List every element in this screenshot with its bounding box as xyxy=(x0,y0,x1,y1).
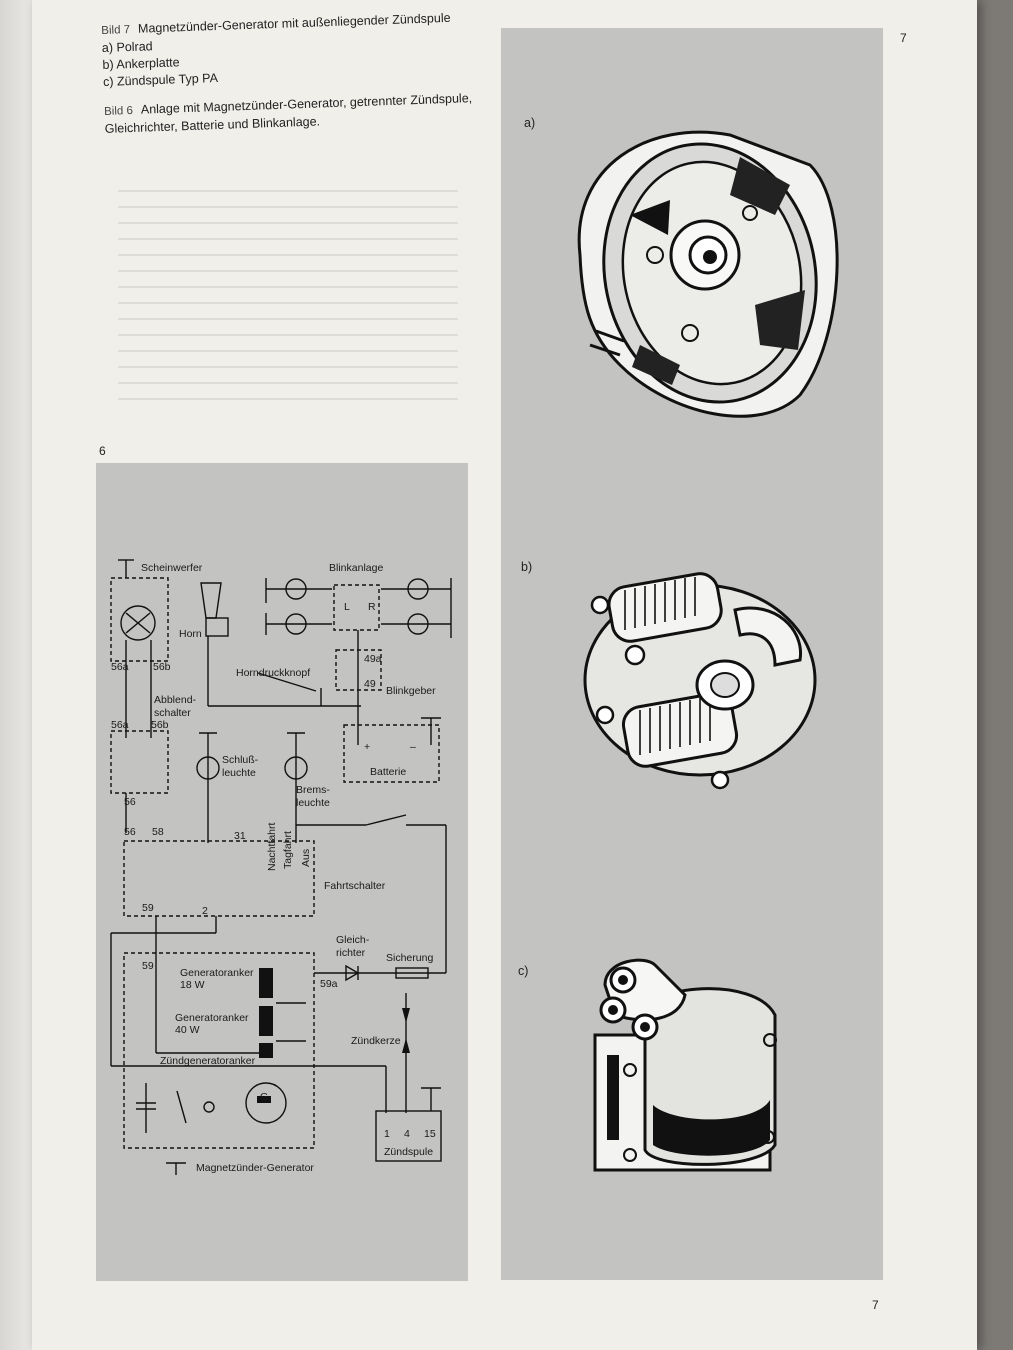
label-1: 1 xyxy=(384,1128,390,1140)
label-4: 4 xyxy=(404,1128,410,1140)
label-gen18-1: Generatoranker xyxy=(180,967,254,979)
label-59: 59 xyxy=(142,902,154,914)
label-56a-2: 56a xyxy=(111,719,129,731)
figure7-label-c: c) xyxy=(518,964,529,978)
adjacent-page-edge xyxy=(0,0,32,1350)
zuendspule-illustration xyxy=(593,958,777,1172)
label-scheinwerfer: Scheinwerfer xyxy=(141,562,203,574)
label-gen40-1: Generatoranker xyxy=(175,1012,249,1024)
label-l: L xyxy=(344,601,350,613)
label-nachtfahrt: Nachtfahrt xyxy=(266,822,278,871)
label-tagfahrt: Tagfahrt xyxy=(282,831,294,869)
label-schluss-2: leuchte xyxy=(222,767,256,779)
label-minus: – xyxy=(410,741,416,753)
label-58: 58 xyxy=(152,826,164,838)
wiring-diagram: Scheinwerfer Horn Blinkanlage L R 56a 56… xyxy=(110,559,452,1175)
label-56a: 56a xyxy=(111,661,129,673)
label-sicherung: Sicherung xyxy=(386,952,433,964)
label-56b-2: 56b xyxy=(151,719,169,731)
label-zuendkerze: Zündkerze xyxy=(351,1035,401,1047)
label-plus: + xyxy=(364,741,370,753)
label-49: 49 xyxy=(364,678,376,690)
label-2: 2 xyxy=(202,905,208,917)
label-31: 31 xyxy=(234,830,246,842)
label-abblend-2: schalter xyxy=(154,707,191,719)
label-abblend-1: Abblend- xyxy=(154,694,197,706)
top-page-number: 7 xyxy=(900,31,907,45)
show-through-text xyxy=(118,190,458,410)
wiring-diagram-panel xyxy=(96,463,468,1281)
figure7-label-a: a) xyxy=(524,116,536,130)
label-gleich-2: richter xyxy=(336,947,366,959)
label-horn: Horn xyxy=(179,628,202,640)
label-zuendspule: Zündspule xyxy=(384,1146,433,1158)
label-56-b: 56 xyxy=(124,826,136,838)
label-r: R xyxy=(368,601,376,613)
label-horndruckknopf: Horndruckknopf xyxy=(236,667,310,679)
label-g: G xyxy=(260,1091,268,1103)
label-56b: 56b xyxy=(153,661,171,673)
label-magnetzuender-generator: Magnetzünder-Generator xyxy=(196,1162,314,1174)
polrad-illustration xyxy=(577,130,839,418)
figure7-label-b: b) xyxy=(521,560,533,574)
label-gen40-2: 40 W xyxy=(175,1024,200,1036)
bottom-page-number: 7 xyxy=(872,1298,879,1312)
label-59-b: 59 xyxy=(142,960,154,972)
label-59a: 59a xyxy=(320,978,338,990)
label-blinkanlage: Blinkanlage xyxy=(329,562,383,574)
label-brems-2: leuchte xyxy=(296,797,330,809)
label-zuendgeneratoranker: Zündgeneratoranker xyxy=(160,1055,256,1067)
bild6-number: Bild 6 xyxy=(103,104,134,118)
label-aus: Aus xyxy=(300,849,312,867)
bild7-number: Bild 7 xyxy=(101,23,131,37)
label-schluss-1: Schluß- xyxy=(222,754,259,766)
label-blinkgeber: Blinkgeber xyxy=(386,685,436,697)
label-gleich-1: Gleich- xyxy=(336,934,370,946)
label-brems-1: Brems- xyxy=(296,784,330,796)
label-fahrtschalter: Fahrtschalter xyxy=(324,880,386,892)
label-15: 15 xyxy=(424,1128,436,1140)
label-56: 56 xyxy=(124,796,136,808)
label-batterie: Batterie xyxy=(370,766,406,778)
left-page-number: 6 xyxy=(99,444,106,458)
label-49a: 49a xyxy=(364,653,382,665)
ankerplatte-illustration xyxy=(583,572,817,790)
label-gen18-2: 18 W xyxy=(180,979,205,991)
